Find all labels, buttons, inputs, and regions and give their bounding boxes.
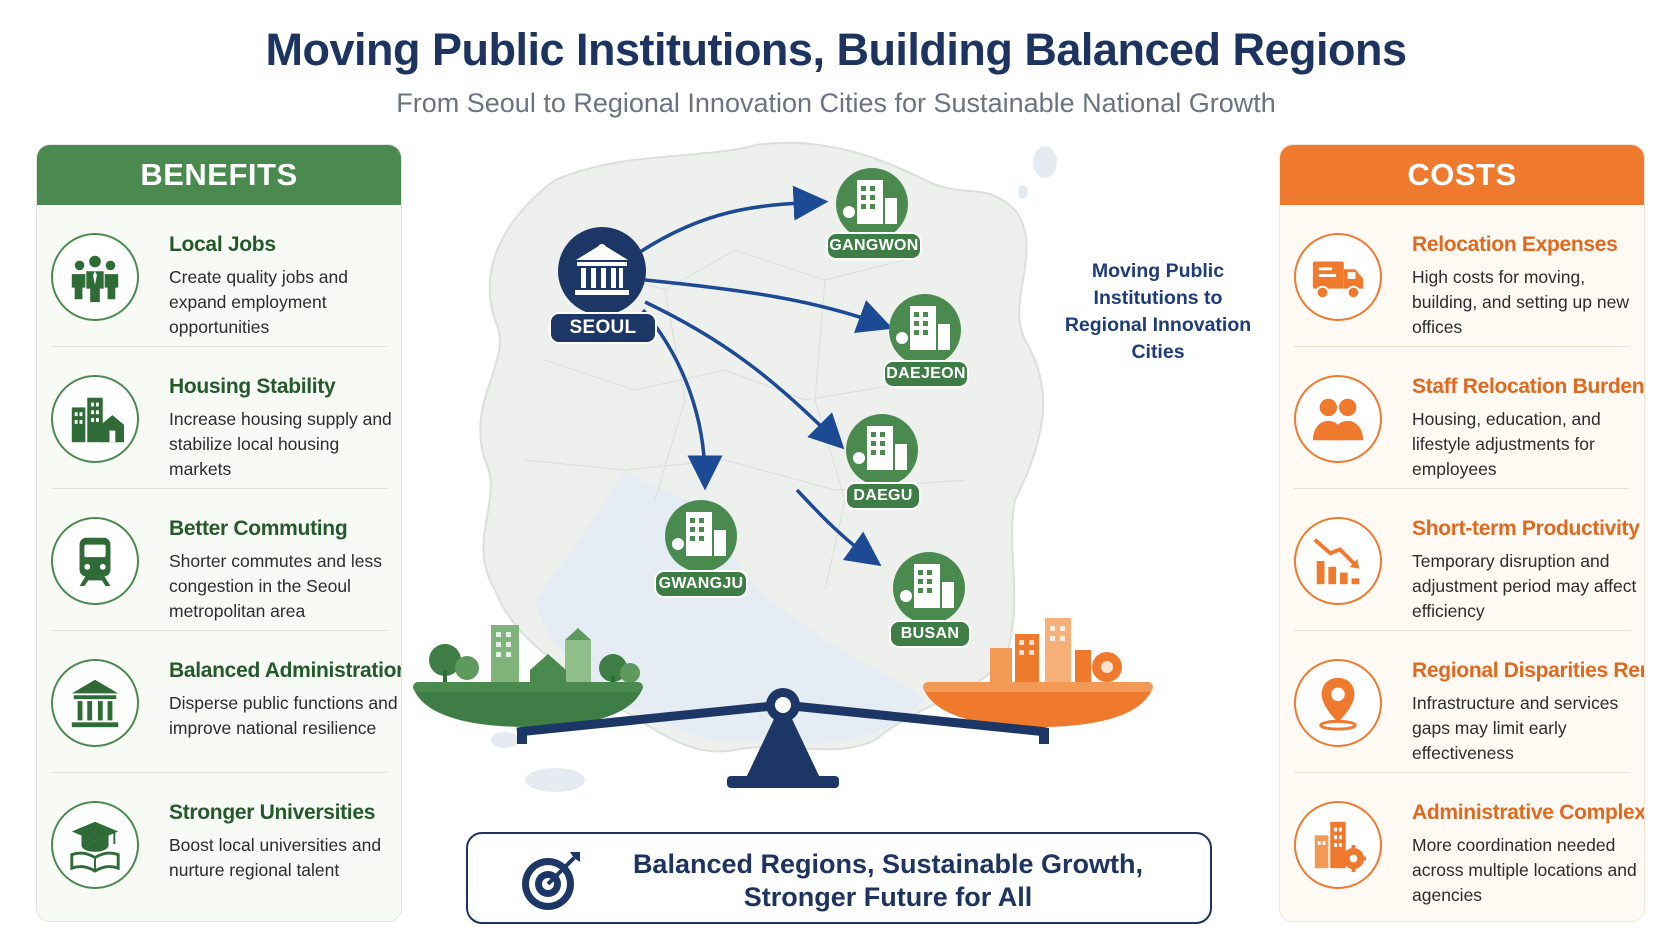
daegu-node	[846, 414, 918, 486]
page-title: Moving Public Institutions, Building Bal…	[265, 24, 1407, 75]
right-pan	[923, 687, 1153, 727]
arrow-to-daegu	[644, 300, 845, 450]
benefits-heading: BENEFITS	[37, 145, 401, 205]
goal-line-2: Stronger Future for All	[743, 882, 1033, 912]
map-caption: Moving Public Institutions to Regional I…	[1064, 260, 1252, 363]
train-icon	[51, 517, 139, 605]
cost-title: Relocation Expenses	[1412, 233, 1618, 256]
cost-desc: Housing, education, and lifestyle adjust…	[1412, 409, 1601, 479]
left-pan	[413, 687, 643, 727]
costs-heading: COSTS	[1280, 145, 1644, 205]
seoul-badge: SEOUL	[549, 312, 657, 344]
cost-title: Short-term Productivity Dip	[1412, 517, 1644, 540]
gwangju-node	[665, 500, 737, 572]
cost-item-administrative-complexity: Administrative Complexity More coordinat…	[1294, 773, 1644, 915]
gangwon-badge: GANGWON	[826, 232, 922, 260]
buildings-house-icon	[51, 375, 139, 463]
cost-item-staff-relocation: Staff Relocation Burden Housing, educati…	[1294, 347, 1644, 489]
benefit-desc: Increase housing supply and stabilize lo…	[169, 409, 392, 479]
benefit-title: Stronger Universities	[169, 801, 376, 824]
benefit-item-universities: Stronger Universities Boost local univer…	[51, 773, 387, 915]
goal-line-1: Balanced Regions, Sustainable Growth,	[632, 849, 1144, 879]
benefit-title: Local Jobs	[169, 233, 276, 256]
daegu-badge: DAEGU	[845, 482, 921, 510]
goal-text: Balanced Regions, Sustainable Growth, St…	[618, 848, 1158, 914]
gwangju-badge: GWANGJU	[654, 570, 748, 598]
benefit-desc: Boost local universities and nurture reg…	[169, 835, 382, 880]
target-icon	[522, 852, 580, 910]
benefit-item-local-jobs: Local Jobs Create quality jobs and expan…	[51, 205, 387, 347]
graduation-cap-book-icon	[51, 801, 139, 889]
cost-item-regional-disparities: Regional Disparities Remain Infrastructu…	[1294, 631, 1644, 773]
benefit-title: Housing Stability	[169, 375, 336, 398]
benefit-item-administration: Balanced Administration Disperse public …	[51, 631, 401, 773]
gangwon-node	[836, 168, 908, 240]
cost-item-relocation-expenses: Relocation Expenses High costs for movin…	[1294, 205, 1630, 347]
cost-title: Staff Relocation Burden	[1412, 375, 1645, 398]
map-pin-icon	[1294, 659, 1382, 747]
benefit-title: Better Commuting	[169, 517, 348, 540]
cost-desc: Infrastructure and services gaps may lim…	[1412, 693, 1619, 763]
korea-map-area: SEOUL GANGWON DAEJEON DAEGU GWANGJU BUSA…	[405, 140, 1275, 940]
people-group-icon	[51, 233, 139, 321]
arrow-to-gangwon	[639, 185, 829, 254]
costs-panel: COSTS Relocation Expenses High costs for…	[1279, 144, 1645, 922]
daejeon-node	[889, 294, 961, 366]
cost-desc: High costs for moving, building, and set…	[1412, 267, 1629, 337]
daejeon-badge: DAEJEON	[883, 360, 969, 388]
arrow-to-busan	[795, 488, 882, 567]
cost-desc: More coordination needed across multiple…	[1412, 835, 1637, 905]
page-subtitle: From Seoul to Regional Innovation Cities…	[396, 88, 1276, 118]
busan-node	[893, 552, 965, 624]
cost-item-productivity-dip: Short-term Productivity Dip Temporary di…	[1294, 489, 1644, 631]
benefits-panel: BENEFITS Local Jobs Create quality jobs …	[36, 144, 402, 922]
benefit-title: Balanced Administration	[169, 659, 402, 682]
orange-city-illustration	[990, 618, 1122, 687]
benefit-desc: Create quality jobs and expand employmen…	[169, 267, 348, 337]
people-pair-icon	[1294, 375, 1382, 463]
goal-banner: Balanced Regions, Sustainable Growth, St…	[466, 832, 1212, 924]
declining-chart-icon	[1294, 517, 1382, 605]
moving-truck-icon	[1294, 233, 1382, 321]
cost-title: Regional Disparities Remain	[1412, 659, 1644, 682]
korea-map-graphic	[413, 141, 1153, 792]
building-gear-icon	[1294, 801, 1382, 889]
green-town-illustration	[429, 625, 640, 687]
seoul-building-icon	[575, 244, 629, 295]
cost-desc: Temporary disruption and adjustment peri…	[1412, 551, 1637, 621]
arrow-to-daejeon	[644, 278, 893, 333]
cost-title: Administrative Complexity	[1412, 801, 1645, 824]
government-building-icon	[51, 659, 139, 747]
benefit-desc: Disperse public functions and improve na…	[169, 693, 398, 738]
balance-scale	[413, 618, 1153, 788]
benefit-item-housing: Housing Stability Increase housing suppl…	[51, 347, 392, 489]
benefit-desc: Shorter commutes and less congestion in …	[169, 551, 383, 621]
benefit-item-commuting: Better Commuting Shorter commutes and le…	[51, 489, 387, 631]
busan-badge: BUSAN	[889, 620, 971, 648]
